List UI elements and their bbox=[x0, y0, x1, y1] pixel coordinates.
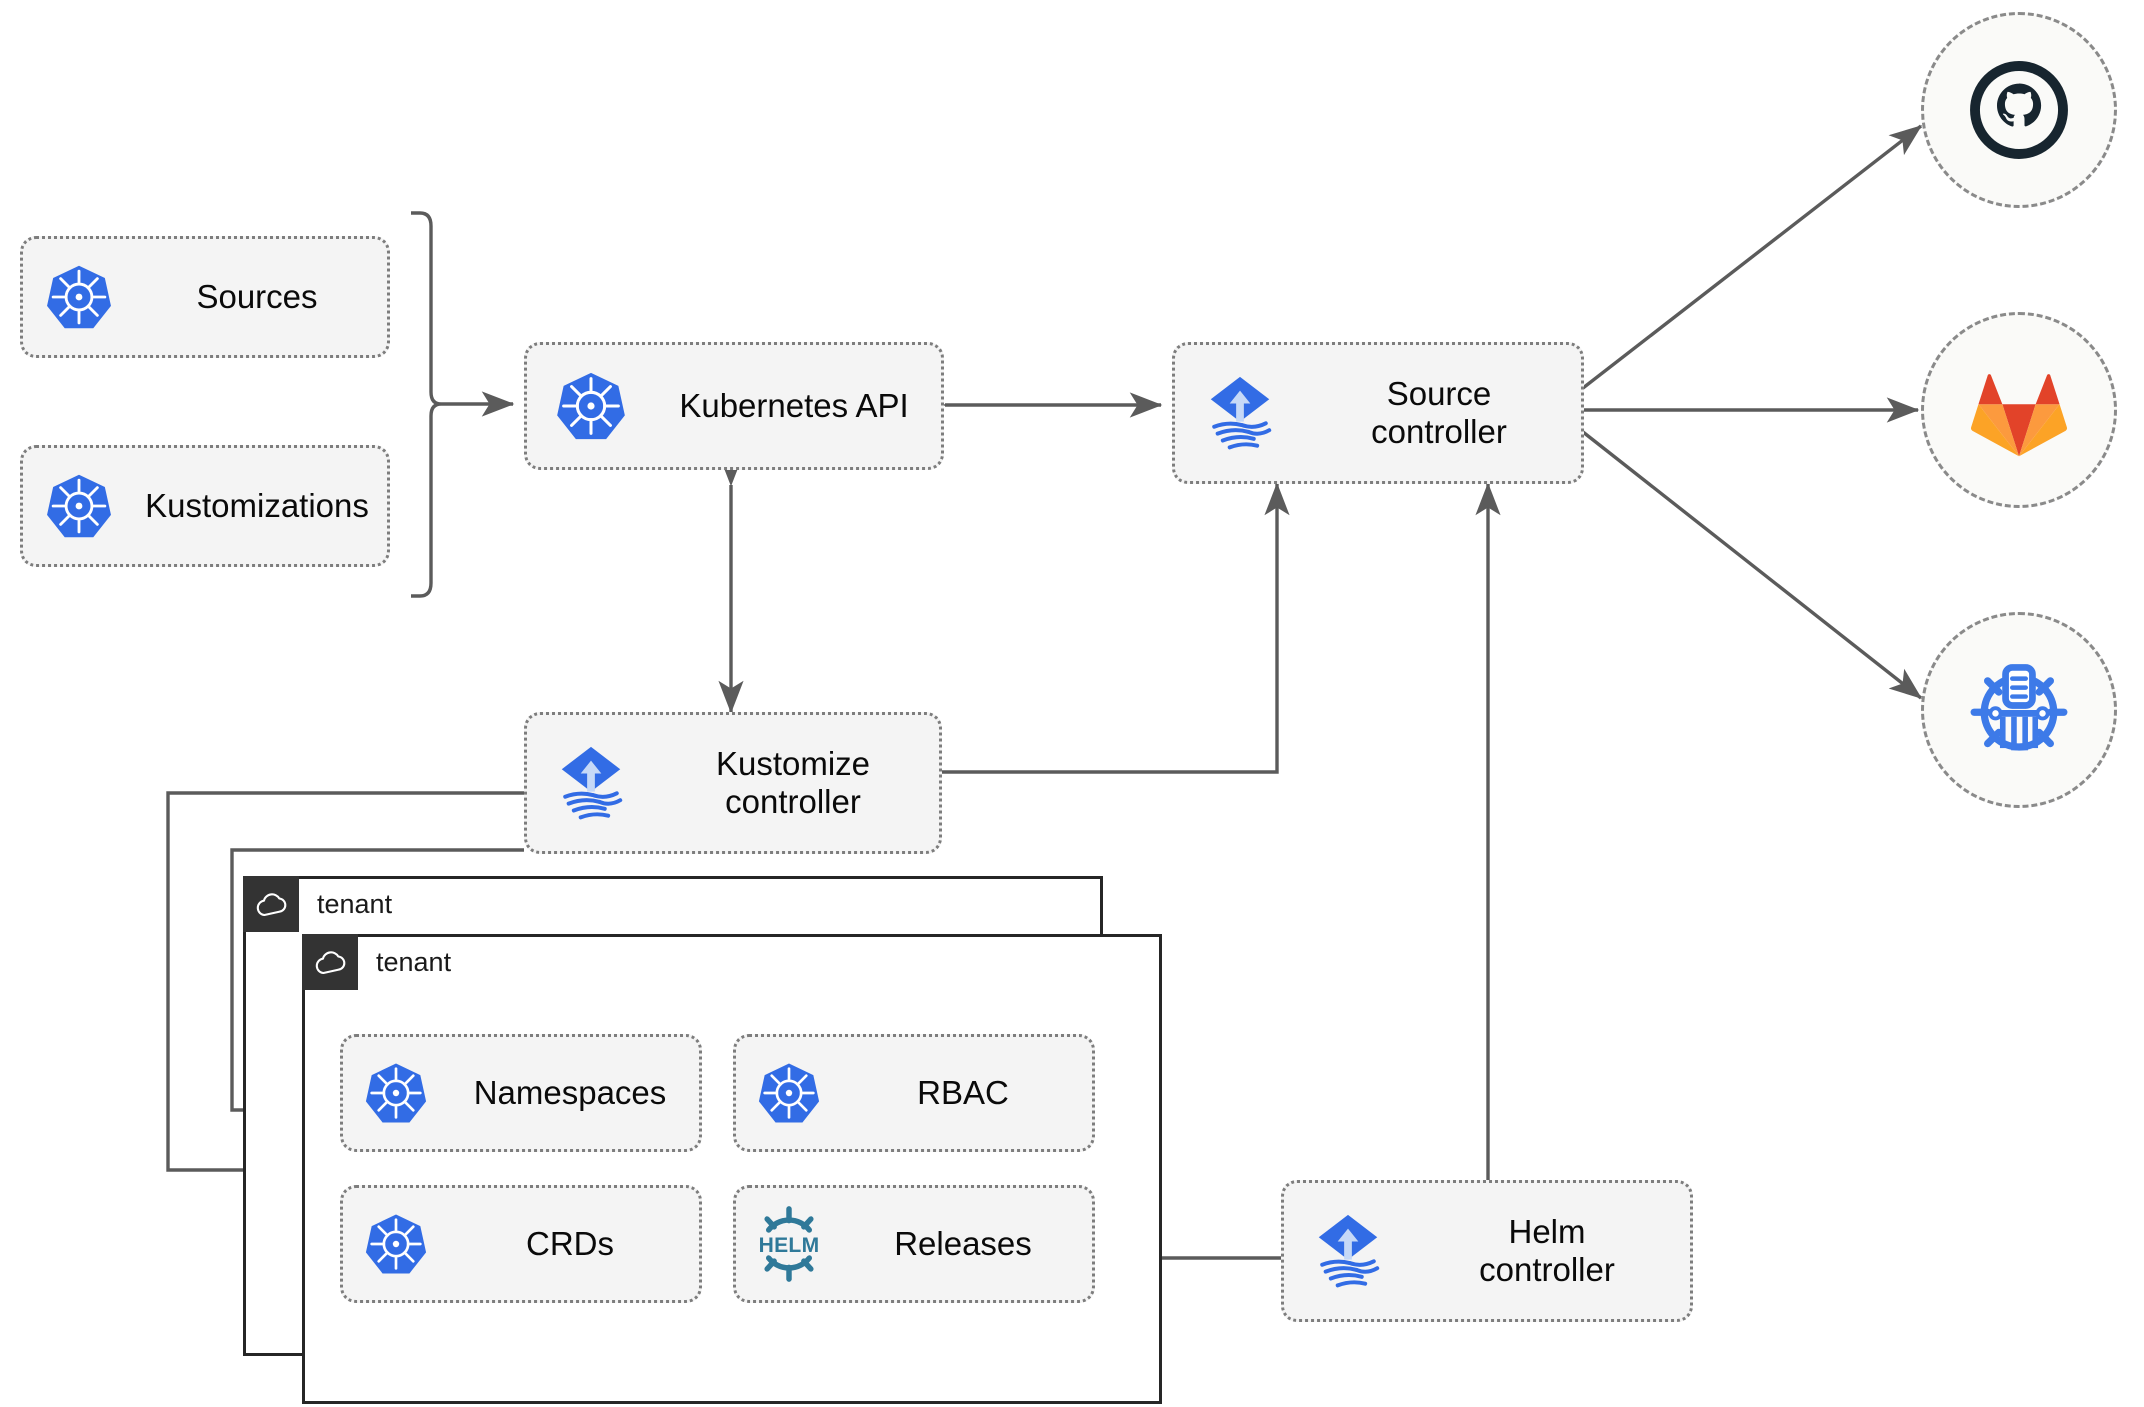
node-helm-controller[interactable]: Helm controller bbox=[1281, 1180, 1693, 1322]
edge-source-to-github bbox=[1581, 124, 1923, 390]
node-label-kubernetes-api: Kubernetes API bbox=[679, 386, 909, 424]
edge-brace-sources bbox=[411, 211, 442, 598]
endpoint-gitlab[interactable] bbox=[1921, 312, 2117, 508]
flux-icon bbox=[1284, 1208, 1412, 1294]
node-sources[interactable]: Sources bbox=[20, 236, 390, 358]
node-label-kustomizations: Kustomizations bbox=[145, 486, 369, 524]
node-label-crds: CRDs bbox=[526, 1224, 614, 1262]
tenant-label-inner: tenant bbox=[376, 947, 452, 977]
node-label-sources: Sources bbox=[196, 277, 318, 315]
node-crds[interactable]: CRDs bbox=[340, 1185, 702, 1303]
tenant-header-outer: tenant bbox=[243, 876, 392, 932]
node-label-source-controller: Source controller bbox=[1371, 374, 1507, 450]
tenant-container-inner[interactable]: tenant bbox=[302, 934, 1162, 1404]
cloud-icon bbox=[302, 934, 358, 990]
node-kubernetes-api[interactable]: Kubernetes API bbox=[524, 342, 944, 470]
endpoint-github[interactable] bbox=[1921, 12, 2117, 208]
flux-icon bbox=[1175, 370, 1305, 456]
node-rbac[interactable]: RBAC bbox=[733, 1034, 1095, 1152]
tenant-label-outer: tenant bbox=[317, 889, 393, 919]
kubernetes-icon bbox=[343, 1061, 449, 1125]
kubernetes-icon bbox=[343, 1212, 449, 1276]
kubernetes-icon bbox=[527, 370, 655, 442]
helm-icon: HELM bbox=[736, 1205, 842, 1283]
node-label-helm-controller: Helm controller bbox=[1479, 1212, 1615, 1288]
kubernetes-icon bbox=[23, 263, 135, 331]
node-releases[interactable]: HELM Releases bbox=[733, 1185, 1095, 1303]
node-kustomizations[interactable]: Kustomizations bbox=[20, 445, 390, 567]
kubernetes-icon bbox=[736, 1061, 842, 1125]
svg-text:HELM: HELM bbox=[759, 1234, 820, 1257]
node-source-controller[interactable]: Source controller bbox=[1172, 342, 1584, 484]
kubernetes-icon bbox=[23, 472, 135, 540]
gitlab-icon bbox=[1970, 374, 2068, 457]
edge-source-to-helm-repository bbox=[1581, 430, 1923, 700]
node-label-releases: Releases bbox=[894, 1224, 1032, 1262]
node-namespaces[interactable]: Namespaces bbox=[340, 1034, 702, 1152]
node-label-kustomize-controller: Kustomize controller bbox=[715, 744, 871, 820]
node-label-namespaces: Namespaces bbox=[473, 1073, 667, 1111]
endpoint-helm-repository[interactable] bbox=[1921, 612, 2117, 808]
tenant-header-inner: tenant bbox=[302, 934, 451, 990]
flux-icon bbox=[527, 740, 655, 826]
node-label-rbac: RBAC bbox=[917, 1073, 1009, 1111]
node-kustomize-controller[interactable]: Kustomize controller bbox=[524, 712, 942, 854]
cloud-icon bbox=[243, 876, 299, 932]
helm-repository-icon bbox=[1970, 664, 2068, 751]
github-icon bbox=[1970, 61, 2068, 159]
edge-kustomize-to-source-controller bbox=[941, 482, 1290, 774]
